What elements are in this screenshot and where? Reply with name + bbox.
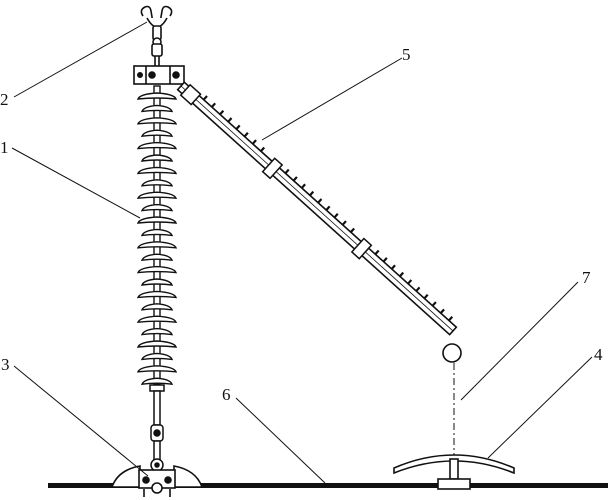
callout-2: 2	[0, 90, 9, 109]
callout-5: 5	[402, 45, 411, 64]
leader-lines	[11, 21, 593, 484]
callout-1: 1	[0, 138, 9, 157]
bottom-fitting	[149, 384, 165, 472]
callout-7: 7	[582, 268, 591, 287]
callout-4: 4	[594, 345, 603, 364]
suspension-clamp	[110, 465, 204, 497]
top-yoke-plate	[133, 65, 185, 85]
vertical-insulator-string	[136, 85, 178, 386]
top-hanging-fitting	[140, 5, 173, 66]
callout-6: 6	[222, 385, 231, 404]
inclined-insulator-strut	[176, 81, 462, 363]
end-ball	[442, 343, 462, 363]
conductor-line	[48, 483, 608, 488]
callout-3: 3	[1, 355, 10, 374]
arc-shield	[393, 454, 515, 490]
